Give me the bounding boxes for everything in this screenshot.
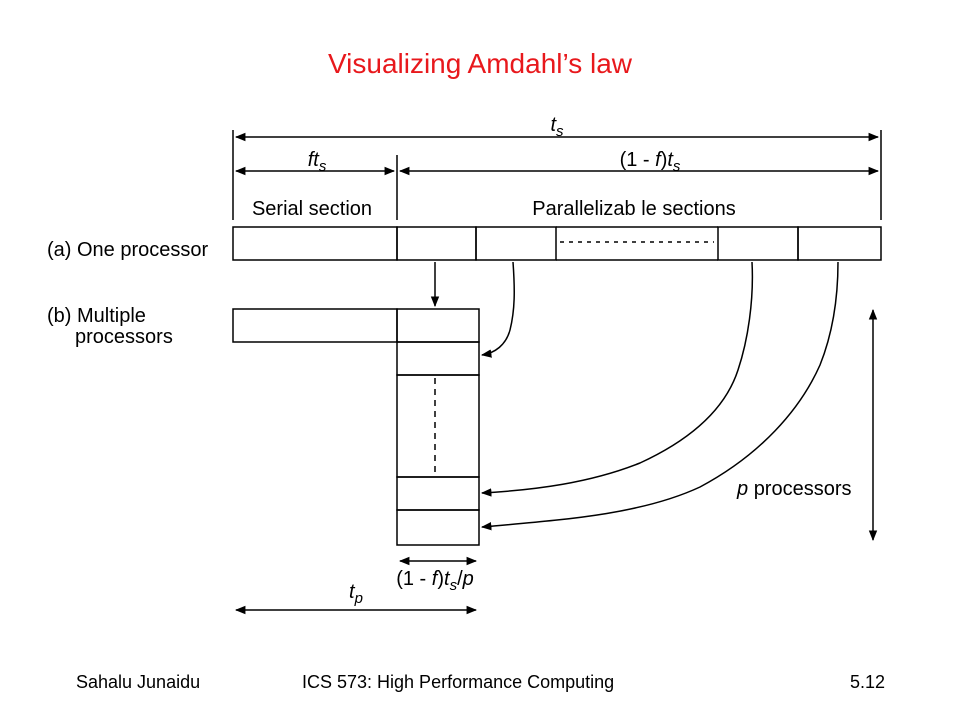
serial-section-label: Serial section <box>252 198 372 220</box>
map-arrow-4 <box>480 261 839 531</box>
footer-course: ICS 573: High Performance Computing <box>302 672 615 692</box>
parallel-total-time-label: tp <box>349 581 363 607</box>
row-a-parallel-block-2 <box>475 226 557 261</box>
row-a-label: (a) One processor <box>47 239 209 261</box>
total-time-label: ts <box>550 114 564 140</box>
slide-title: Visualizing Amdahl’s law <box>327 48 633 79</box>
processor-block-1 <box>396 308 480 343</box>
footer-author: Sahalu Junaidu <box>76 672 201 692</box>
row-a-parallel-block-1 <box>396 226 477 261</box>
processor-block-2 <box>396 341 480 376</box>
row-a-serial-block <box>232 226 398 261</box>
row-a-parallel-block-3 <box>717 226 799 261</box>
parallel-sections-label: Parallelizab le sections <box>532 198 735 220</box>
processors-count-label: p processors <box>736 478 852 500</box>
map-arrow-2 <box>480 261 515 358</box>
footer-slide-number: 5.12 <box>850 672 886 692</box>
serial-time-label: fts <box>308 149 327 175</box>
row-b-label-line2: processors <box>75 326 173 348</box>
map-arrow-3 <box>480 261 754 497</box>
processor-stack-gap <box>396 374 480 478</box>
per-processor-time-label: (1 - f)ts/p <box>396 568 474 594</box>
row-b-serial-block <box>232 308 398 343</box>
row-b-label-line1: (b) Multiple <box>47 305 146 327</box>
processor-block-4 <box>396 509 480 546</box>
processor-block-3 <box>396 476 480 511</box>
row-a-parallel-block-4 <box>797 226 882 261</box>
parallel-time-label: (1 - f)ts <box>620 149 681 175</box>
